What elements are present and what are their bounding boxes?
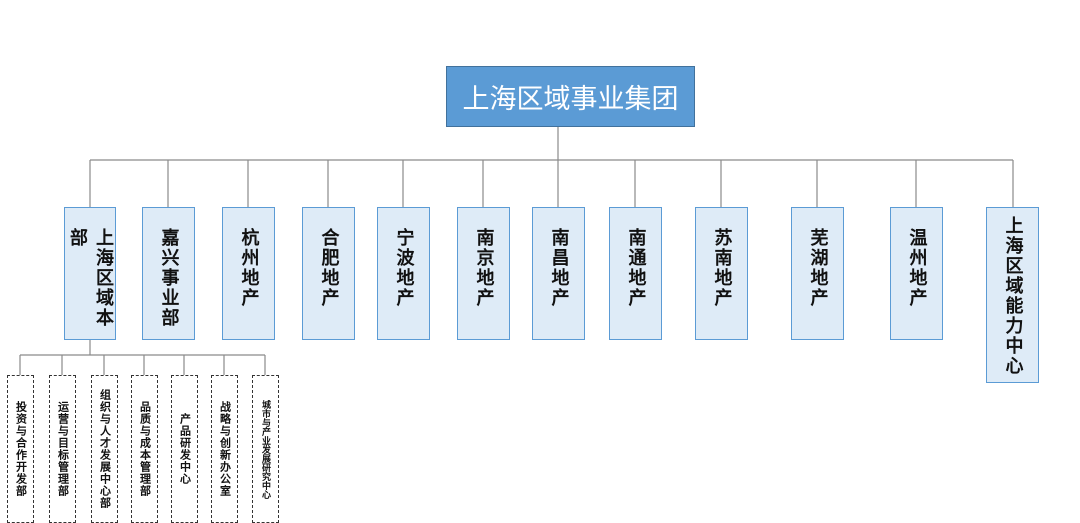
unit-node-label: 温州地产 bbox=[906, 228, 928, 308]
unit-node-ningbo: 宁波地产 bbox=[377, 207, 430, 340]
dept-node-label: 战略与创新办公室 bbox=[218, 401, 232, 497]
dept-node-operations: 运营与目标管理部 bbox=[49, 375, 76, 523]
unit-node-hangzhou: 杭州地产 bbox=[222, 207, 275, 340]
unit-node-sunan: 苏南地产 bbox=[695, 207, 748, 340]
unit-node-label: 南通地产 bbox=[625, 228, 647, 308]
dept-node-label: 城市与产业发展研究中心 bbox=[260, 399, 270, 499]
unit-node-hq: 上海区域本部 bbox=[64, 207, 116, 340]
dept-node-quality: 品质与成本管理部 bbox=[131, 375, 158, 523]
dept-node-label: 品质与成本管理部 bbox=[138, 401, 152, 497]
unit-node-label: 南昌地产 bbox=[548, 228, 570, 308]
dept-node-label: 产品研发中心 bbox=[178, 413, 192, 485]
unit-node-label: 上海区域能力中心 bbox=[1002, 216, 1024, 376]
unit-node-hefei: 合肥地产 bbox=[302, 207, 355, 340]
dept-node-urban: 城市与产业发展研究中心 bbox=[252, 375, 279, 523]
unit-node-wuhu: 芜湖地产 bbox=[791, 207, 844, 340]
dept-node-talent: 组织与人才发展中心部 bbox=[91, 375, 118, 523]
unit-node-nantong: 南通地产 bbox=[609, 207, 662, 340]
dept-node-label: 组织与人才发展中心部 bbox=[98, 389, 112, 509]
dept-node-product: 产品研发中心 bbox=[171, 375, 198, 523]
dept-node-label: 运营与目标管理部 bbox=[56, 401, 70, 497]
dept-node-strategy: 战略与创新办公室 bbox=[211, 375, 238, 523]
unit-node-label: 嘉兴事业部 bbox=[158, 228, 180, 328]
unit-node-label: 上海区域本部 bbox=[67, 228, 114, 328]
unit-node-label: 宁波地产 bbox=[393, 228, 415, 308]
unit-node-label: 芜湖地产 bbox=[807, 228, 829, 308]
unit-node-label: 苏南地产 bbox=[711, 228, 733, 308]
dept-node-label: 投资与合作开发部 bbox=[14, 401, 28, 497]
unit-node-label: 南京地产 bbox=[473, 228, 495, 308]
dept-node-investment: 投资与合作开发部 bbox=[7, 375, 34, 523]
unit-node-wenzhou: 温州地产 bbox=[890, 207, 943, 340]
unit-node-nanjing: 南京地产 bbox=[457, 207, 510, 340]
unit-node-nanchang: 南昌地产 bbox=[532, 207, 585, 340]
unit-node-label: 杭州地产 bbox=[238, 228, 260, 308]
unit-node-jiaxing: 嘉兴事业部 bbox=[142, 207, 195, 340]
root-node-label: 上海区域事业集团 bbox=[462, 84, 679, 115]
root-node-group: 上海区域事业集团 bbox=[446, 66, 695, 127]
unit-node-label: 合肥地产 bbox=[318, 228, 340, 308]
unit-node-capability: 上海区域能力中心 bbox=[986, 207, 1039, 383]
